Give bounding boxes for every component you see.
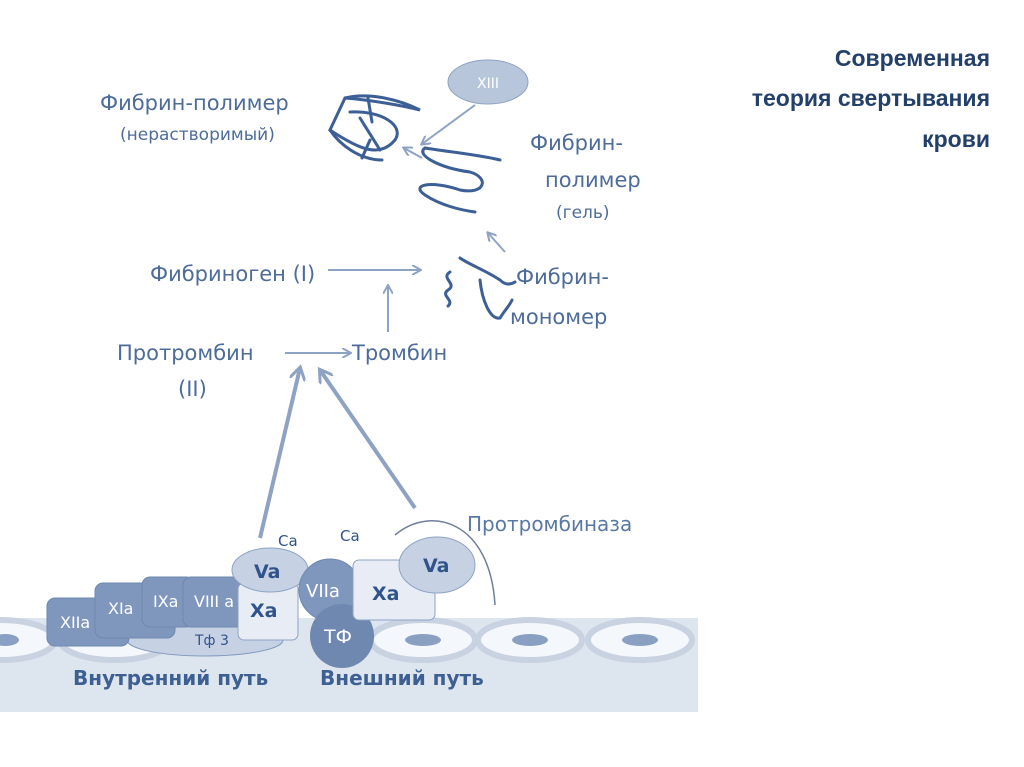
- extrinsic-arrow: [320, 370, 417, 510]
- viia-label: VIIa: [306, 581, 340, 602]
- xiia-label: XIIa: [60, 613, 90, 632]
- va-left-label: Va: [254, 561, 281, 583]
- prothrombin-label: Протромбин: [117, 341, 254, 365]
- tf-label: ТФ: [323, 626, 352, 648]
- fibrinogen-label: Фибриноген (I): [150, 262, 315, 286]
- prothrombinase-label: Протромбиназа: [467, 512, 632, 536]
- fibrin-polymer-label: Фибрин-полимер: [100, 91, 289, 115]
- xa-right-label: Xa: [372, 583, 399, 605]
- xiii-factor: [447, 59, 529, 105]
- fibrin-polymer-insoluble-drawing: [328, 94, 421, 162]
- insoluble-label: (нерастворимый): [120, 125, 275, 145]
- fibrin-gel-label-2: полимер: [545, 168, 641, 192]
- intrinsic-arrow: [258, 368, 300, 539]
- fibrin-monomer-label-1: Фибрин-: [516, 265, 609, 289]
- title-line-1: Современная: [835, 45, 990, 71]
- fibrin-gel-label-1: Фибрин-: [530, 131, 623, 155]
- fibrin-polymer-gel-drawing: [418, 146, 502, 214]
- ca-label-1: Ca: [278, 532, 298, 550]
- prothrombin-number: (II): [178, 377, 207, 401]
- ca-label-2: Ca: [340, 527, 360, 545]
- title-line-2: теория свертывания: [752, 85, 990, 111]
- va-right-label: Va: [423, 555, 450, 577]
- intrinsic-pathway-label: Внутренний путь: [73, 666, 268, 690]
- xia-label: XIa: [108, 599, 133, 618]
- ixa-label: IXa: [153, 592, 178, 611]
- fibrin-monomer-drawing: [444, 256, 517, 320]
- gel-to-polymer-arrow: [404, 148, 423, 159]
- cell-nuclei: [0, 634, 658, 646]
- gel-label: (гель): [556, 203, 610, 223]
- monomer-to-gel-arrow: [488, 233, 506, 253]
- xiii-arrow: [422, 104, 476, 144]
- viiia-label: VIII a: [194, 592, 234, 611]
- title-line-3: крови: [922, 126, 990, 152]
- xiii-label: XIII: [477, 76, 499, 92]
- tf3-label: Тф 3: [194, 633, 229, 649]
- prothrombinase-arc: [394, 520, 496, 606]
- thrombin-label: Тромбин: [351, 341, 447, 365]
- extrinsic-pathway-label: Внешний путь: [320, 666, 484, 690]
- va-right-factor: [398, 536, 476, 594]
- fibrin-monomer-label-2: мономер: [510, 305, 607, 329]
- xa-left-label: Xa: [250, 600, 277, 622]
